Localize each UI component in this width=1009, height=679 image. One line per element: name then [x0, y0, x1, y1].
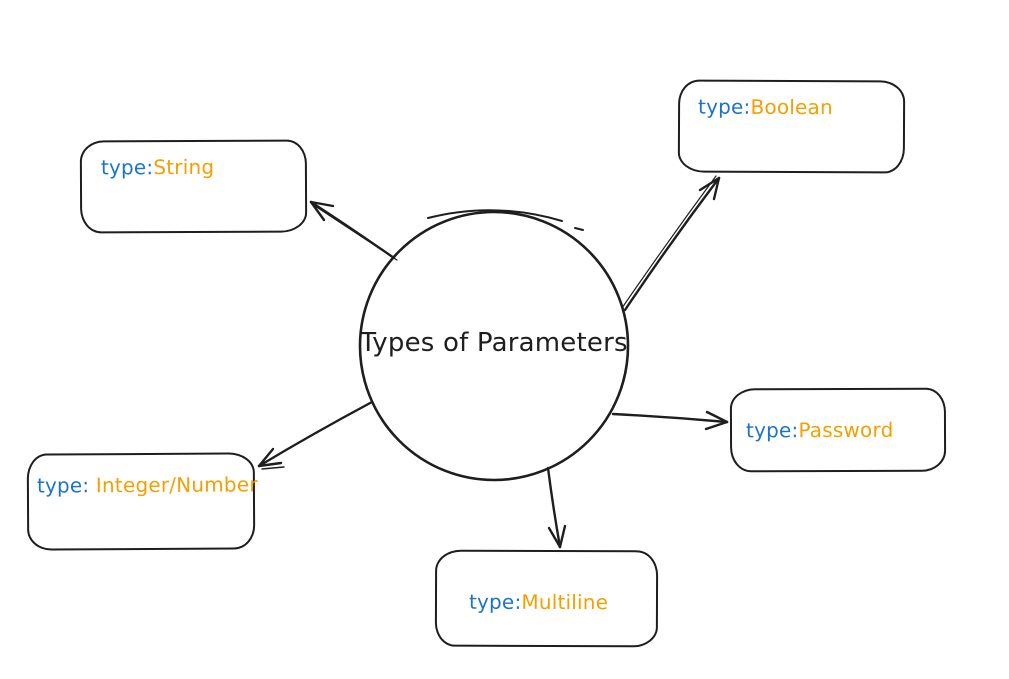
- type-prefix-text: type:: [36, 473, 96, 498]
- node-type-multiline: type:Multiline: [434, 549, 659, 648]
- type-prefix-text: type:: [468, 589, 522, 614]
- node-type-boolean: type:Boolean: [677, 79, 906, 174]
- node-type-integer-number: type: Integer/Number: [26, 452, 258, 551]
- type-name-text: String: [153, 154, 215, 180]
- node-label: type:String: [101, 154, 214, 180]
- edge-arrow-string: [309, 200, 398, 261]
- node-label: type: Integer/Number: [37, 471, 258, 498]
- node-label: type:Password: [746, 417, 894, 444]
- edge-arrow-integer-number: [257, 400, 374, 470]
- edge-arrow-multiline: [546, 466, 567, 549]
- node-label: type:Multiline: [469, 589, 608, 615]
- node-type-password: type:Password: [729, 387, 947, 473]
- type-prefix-text: type:: [100, 155, 154, 180]
- node-label: type:Boolean: [698, 94, 833, 121]
- type-name-text: Multiline: [521, 589, 609, 615]
- type-prefix-text: type:: [745, 418, 799, 443]
- edge-arrow-password: [611, 410, 729, 431]
- edge-arrow-boolean: [621, 175, 721, 312]
- type-prefix-text: type:: [698, 94, 751, 119]
- center-node-label: Types of Parameters: [360, 328, 628, 358]
- type-name-text: Boolean: [750, 94, 833, 120]
- node-type-string: type:String: [79, 139, 308, 234]
- type-name-text: Password: [798, 417, 894, 443]
- type-name-text: Integer/Number: [95, 472, 258, 498]
- center-node-circle: [358, 209, 630, 482]
